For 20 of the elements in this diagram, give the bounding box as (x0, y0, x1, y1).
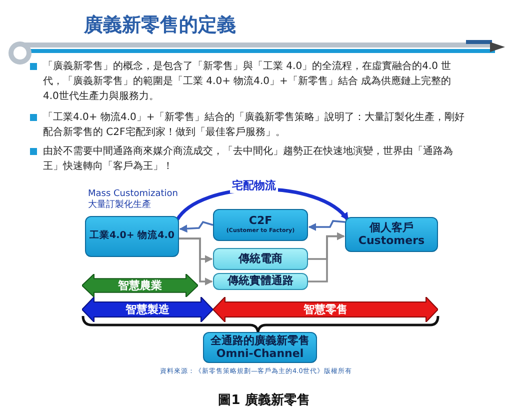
banner: 智慧零售 (213, 297, 438, 322)
process-box: 傳統電商 (213, 248, 308, 270)
bullet-text: 「工業4.0+ 物流4.0」+「新零售」結合的「廣義新零售策略」說明了：大量訂製化生產，剛好配合新零售的 C2F宅配到家！做到「最佳客戶服務」。 (43, 110, 466, 140)
bullet-text: 「廣義新零售」的概念，是包含了「新零售」與「工業 4.0」的全流程，在虛實融合的4.0 世代，「廣義新零售」的範圍是「工業 4.0+ 物流4.0」+「新零售」結合 成為供應鏈上完整的4.0世代生產力與服務力。 (43, 60, 452, 104)
arrow (179, 238, 213, 286)
banner: 智慧製造 (82, 297, 213, 322)
arrow (308, 220, 346, 231)
arrow (179, 220, 214, 233)
process-box: 全通路的廣義新零售 Omni-Channel (203, 332, 317, 363)
arrow (308, 232, 345, 282)
process-box: 傳統實體通路 (213, 273, 308, 290)
process-box: 工業4.0+ 物流4.0 (85, 216, 179, 257)
title: 廣義新零售的定義 (84, 13, 236, 38)
annotation-text: 大量訂製化生產 (88, 200, 151, 211)
process-box: 個人客戶 Customers (345, 217, 438, 252)
bullet-text: 由於不需要中間通路商來媒介商流成交，「去中間化」趨勢正在快速地演變，世界由「通路為王」快速轉向「客戶為王」！ (43, 144, 454, 174)
banner: 智慧農業 (82, 274, 198, 297)
edge-label: 宅配物流 (230, 178, 278, 193)
annotation-text: Mass Customization (88, 189, 178, 200)
caption: 圖1 廣義新零售 (217, 392, 311, 409)
